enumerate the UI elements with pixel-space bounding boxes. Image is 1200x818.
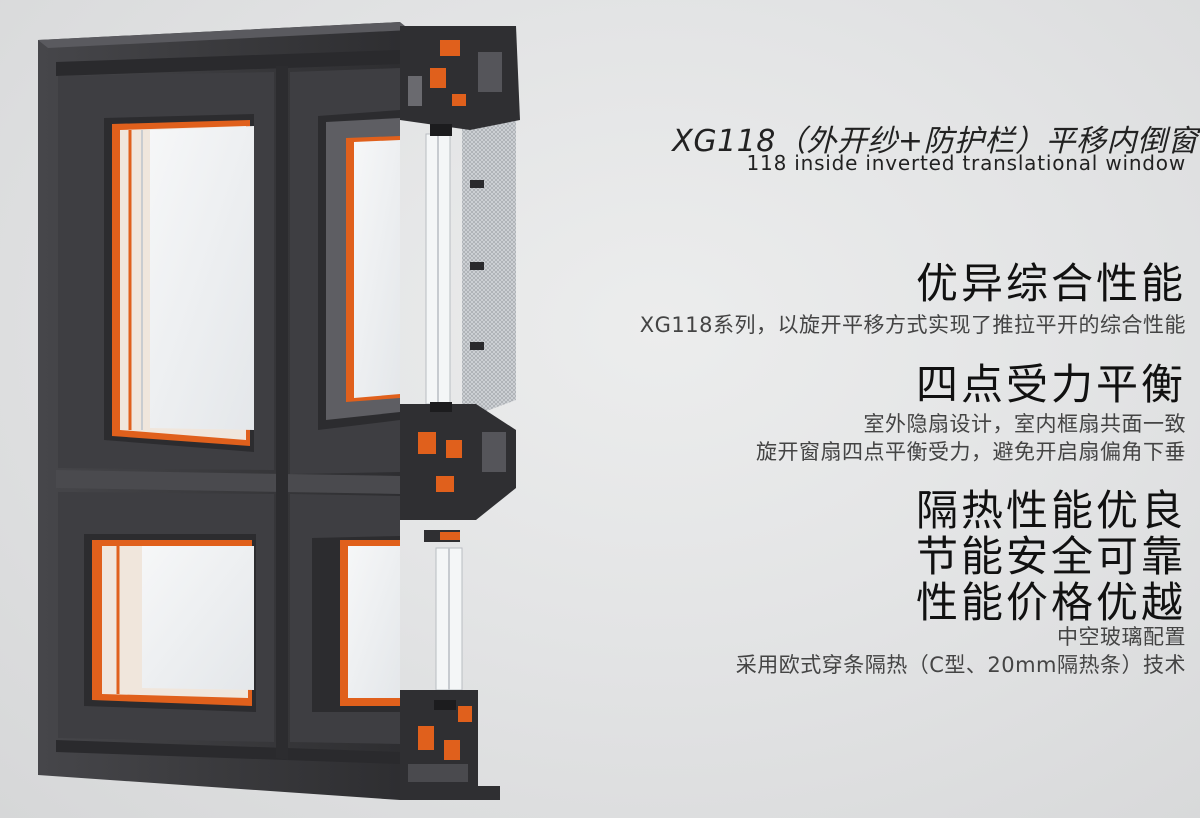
feature-heading-insulation-line3: 性能价格优越 <box>915 578 1186 627</box>
feature-heading-insulation-line2: 节能安全可靠 <box>915 532 1186 581</box>
profile-section-top <box>400 26 520 136</box>
feature-heading-balance: 四点受力平衡 <box>915 360 1186 409</box>
profile-section-middle <box>400 402 516 542</box>
product-subtitle: 118 inside inverted translational window <box>746 151 1186 175</box>
lower-left-sash <box>58 492 274 742</box>
upper-right-sash <box>290 68 400 474</box>
mullion-bar <box>276 66 288 760</box>
feature-desc-insulation-line1: 中空玻璃配置 <box>1057 625 1186 649</box>
feature-desc-balance-line1: 室外隐扇设计，室内框扇共面一致 <box>863 412 1186 436</box>
feature-heading-performance: 优异综合性能 <box>915 259 1186 308</box>
product-title: XG118（外开纱+防护栏）平移内倒窗 <box>672 124 1198 159</box>
feature-desc-performance: XG118系列，以旋开平移方式实现了推拉平开的综合性能 <box>639 313 1186 337</box>
glass-section <box>425 133 463 691</box>
lower-right-sash <box>290 494 400 744</box>
feature-heading-insulation-line1: 隔热性能优良 <box>915 486 1186 535</box>
insect-screen <box>462 60 516 420</box>
window-illustration <box>38 22 520 800</box>
profile-section-bottom <box>400 690 500 800</box>
feature-desc-insulation-line2: 采用欧式穿条隔热（C型、20mm隔热条）技术 <box>735 653 1186 677</box>
transom-bar <box>56 470 400 494</box>
feature-desc-balance-line2: 旋开窗扇四点平衡受力，避免开启扇偏角下垂 <box>756 440 1186 464</box>
upper-left-sash <box>58 72 274 470</box>
